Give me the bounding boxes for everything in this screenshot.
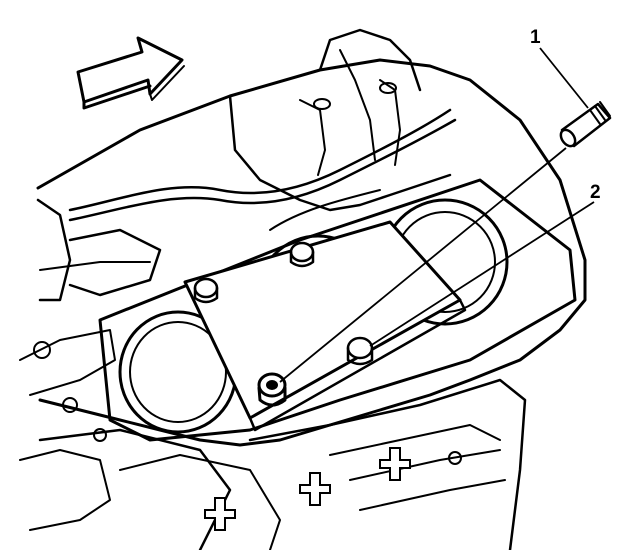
leader-lines <box>279 47 595 383</box>
bolt-center <box>346 336 374 366</box>
alignment-stud <box>559 101 612 148</box>
gauge-plate <box>183 220 467 432</box>
callout-label-1: 1 <box>530 27 541 48</box>
direction-arrow-icon <box>76 36 185 110</box>
bolt-left <box>193 277 219 304</box>
lower-block <box>19 378 527 550</box>
bolt-hole <box>257 372 287 407</box>
head-bolts <box>193 241 374 407</box>
engine-block <box>19 28 587 447</box>
bolt-upper <box>289 241 315 268</box>
callout-label-2: 2 <box>590 182 601 203</box>
